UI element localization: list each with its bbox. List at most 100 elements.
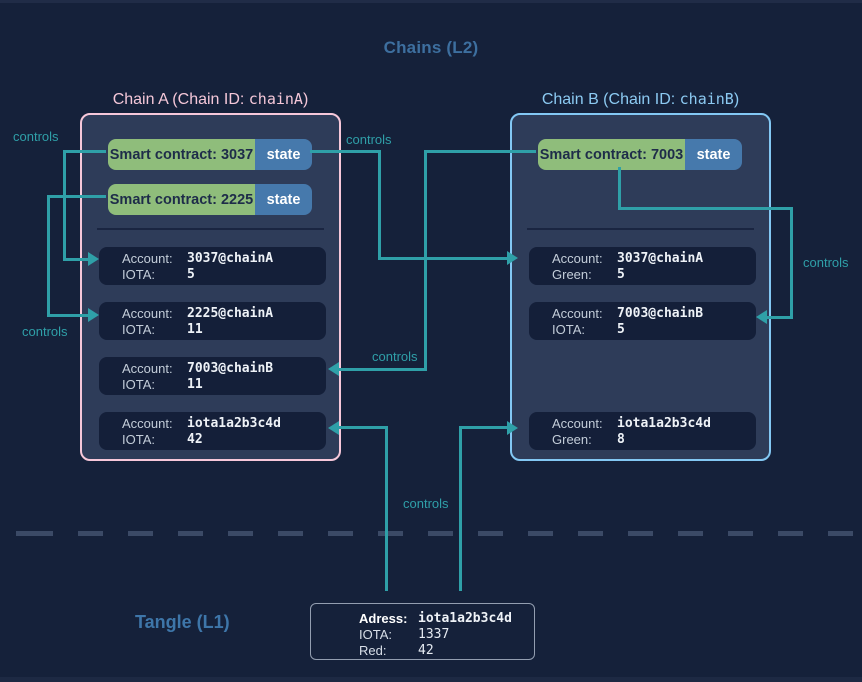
balance-label: IOTA:: [122, 322, 155, 337]
arrowhead-left-icon: [756, 310, 767, 324]
controls-label: controls: [346, 132, 392, 147]
balance-value: 5: [617, 322, 625, 337]
arrowhead-left-icon: [328, 421, 339, 435]
connector-sc3037-to-chainb: [310, 150, 381, 153]
account-value: iota1a2b3c4d: [187, 416, 281, 431]
chain-b-account-7003: Account: 7003@chainB IOTA: 5: [529, 302, 756, 340]
connector-sc2225-self: [47, 195, 50, 317]
balance-value: 11: [187, 322, 203, 337]
bottom-edge-strip: [0, 677, 862, 682]
iota-value: 1337: [418, 627, 450, 642]
connector-sc7003-to-chaina: [339, 368, 427, 371]
chain-b-title: Chain B (Chain ID: chainB): [510, 90, 771, 109]
controls-label: controls: [403, 496, 449, 511]
address-value: iota1a2b3c4d: [418, 611, 512, 626]
connector-sc7003-to-chaina: [424, 150, 536, 153]
chain-b-divider: [527, 228, 754, 230]
account-label: Account:: [122, 416, 173, 431]
chain-b-title-suffix: ): [733, 91, 740, 108]
smart-contract-3037-state-button: state: [255, 139, 312, 170]
chain-a-account-7003: Account: 7003@chainB IOTA: 11: [99, 357, 326, 395]
balance-value: 5: [187, 267, 195, 282]
connector-l1-to-chaina: [385, 426, 388, 591]
chain-b-account-3037: Account: 3037@chainA Green: 5: [529, 247, 756, 285]
connector-l1-to-chainb: [459, 426, 462, 591]
balance-label: IOTA:: [122, 377, 155, 392]
account-value: 3037@chainA: [187, 251, 274, 266]
connector-sc2225-self: [47, 195, 106, 198]
address-label: Adress:: [359, 611, 408, 626]
balance-value: 11: [187, 377, 203, 392]
connector-l1-to-chainb: [459, 426, 508, 429]
account-label: Account:: [122, 251, 173, 266]
chain-b-title-prefix: Chain B (Chain ID:: [541, 91, 680, 108]
account-label: Account:: [552, 306, 603, 321]
account-value: iota1a2b3c4d: [617, 416, 711, 431]
smart-contract-7003-state-button: state: [685, 139, 742, 170]
balance-label: IOTA:: [552, 322, 585, 337]
arrowhead-right-icon: [507, 251, 518, 265]
smart-contract-7003-pill: Smart contract: 7003 state: [538, 139, 742, 170]
chain-a-title: Chain A (Chain ID: chainA): [80, 90, 341, 109]
chain-a-account-3037: Account: 3037@chainA IOTA: 5: [99, 247, 326, 285]
balance-label: Green:: [552, 267, 592, 282]
controls-label: controls: [372, 349, 418, 364]
account-value: 3037@chainA: [617, 251, 704, 266]
chain-b-account-iota1a2b3c4d: Account: iota1a2b3c4d Green: 8: [529, 412, 756, 450]
smart-contract-7003-label: Smart contract: 7003: [538, 139, 685, 170]
controls-label: controls: [13, 129, 59, 144]
chain-b-box: Smart contract: 7003 state Account: 3037…: [510, 113, 771, 461]
chain-a-box: Smart contract: 3037 state Smart contrac…: [80, 113, 341, 461]
connector-sc7003-self: [790, 207, 793, 319]
account-label: Account:: [552, 251, 603, 266]
top-edge-strip: [0, 0, 862, 3]
smart-contract-3037-pill: Smart contract: 3037 state: [108, 139, 312, 170]
smart-contract-2225-pill: Smart contract: 2225 state: [108, 184, 312, 215]
controls-label: controls: [803, 255, 849, 270]
chain-a-title-prefix: Chain A (Chain ID:: [112, 91, 249, 108]
chain-a-account-iota1a2b3c4d: Account: iota1a2b3c4d IOTA: 42: [99, 412, 326, 450]
chain-a-account-2225: Account: 2225@chainA IOTA: 11: [99, 302, 326, 340]
chain-a-title-suffix: ): [302, 91, 309, 108]
connector-sc2225-self: [47, 314, 89, 317]
chain-b-id: chainB: [679, 90, 734, 108]
red-value: 42: [418, 643, 434, 658]
account-value: 2225@chainA: [187, 306, 274, 321]
red-label: Red:: [359, 643, 387, 658]
balance-label: IOTA:: [122, 432, 155, 447]
connector-l1-to-chaina: [339, 426, 388, 429]
l1-l2-separator: [0, 531, 862, 536]
iota-label: IOTA:: [359, 627, 392, 642]
balance-value: 42: [187, 432, 203, 447]
smart-contract-2225-label: Smart contract: 2225: [108, 184, 255, 215]
balance-value: 5: [617, 267, 625, 282]
tangle-title: Tangle (L1): [135, 612, 230, 632]
arrowhead-right-icon: [507, 421, 518, 435]
chain-a-divider: [97, 228, 324, 230]
connector-sc3037-self: [63, 150, 66, 261]
connector-sc3037-to-chainb: [378, 257, 508, 260]
connector-sc7003-to-chaina: [424, 150, 427, 371]
connector-sc7003-self: [618, 207, 793, 210]
connector-sc3037-self: [63, 258, 89, 261]
l1-address-card: Adress: iota1a2b3c4d IOTA: 1337 Red: 42: [310, 603, 535, 660]
chain-a-id: chainA: [248, 90, 303, 108]
connector-sc3037-to-chainb: [378, 150, 381, 260]
page-title: Chains (L2): [383, 38, 479, 57]
arrowhead-right-icon: [88, 252, 99, 266]
connector-sc7003-self: [767, 316, 793, 319]
arrowhead-left-icon: [328, 362, 339, 376]
smart-contract-2225-state-button: state: [255, 184, 312, 215]
connector-sc7003-self: [618, 167, 621, 210]
account-label: Account:: [122, 306, 173, 321]
account-label: Account:: [122, 361, 173, 376]
balance-label: Green:: [552, 432, 592, 447]
arrowhead-right-icon: [88, 308, 99, 322]
smart-contract-3037-label: Smart contract: 3037: [108, 139, 255, 170]
balance-label: IOTA:: [122, 267, 155, 282]
connector-sc3037-self: [63, 150, 106, 153]
controls-label: controls: [22, 324, 68, 339]
account-value: 7003@chainB: [617, 306, 704, 321]
balance-value: 8: [617, 432, 625, 447]
account-label: Account:: [552, 416, 603, 431]
